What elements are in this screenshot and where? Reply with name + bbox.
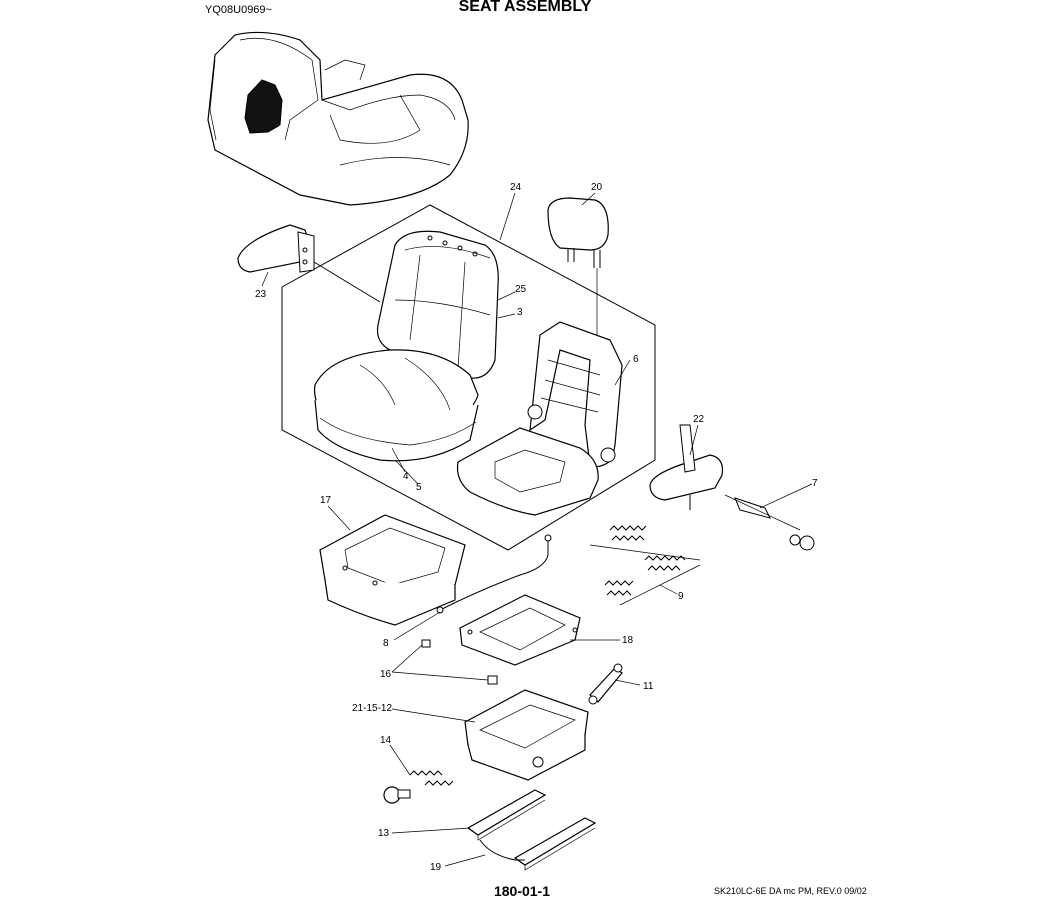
- armrest-left: [237, 224, 381, 303]
- seat-frame: [456, 321, 623, 516]
- callout-13: 13: [378, 828, 390, 839]
- seat-cushion: [313, 349, 479, 462]
- callout-23: 23: [255, 289, 267, 300]
- wire: [479, 839, 525, 861]
- armrest-right: [649, 424, 724, 510]
- seat-base: [319, 514, 466, 626]
- callout-7: 7: [812, 478, 818, 489]
- backrest-cushion: [376, 230, 499, 379]
- cable: [436, 534, 552, 614]
- callout-5: 5: [416, 482, 422, 493]
- suspension-assembly: [464, 689, 589, 781]
- callout-4: 4: [403, 471, 409, 482]
- callout-19: 19: [430, 862, 442, 873]
- lever-assembly: [724, 494, 815, 551]
- callout-14: 14: [380, 735, 392, 746]
- callout-24: 24: [510, 182, 522, 193]
- page-title: SEAT ASSEMBLY: [458, 0, 592, 15]
- callout-16: 16: [380, 669, 392, 680]
- callout-8: 8: [383, 638, 389, 649]
- page-number: 180-01-1: [493, 883, 551, 899]
- callout-9: 9: [678, 591, 684, 602]
- slide-rail-assembly: [459, 594, 581, 666]
- headrest: [547, 197, 609, 345]
- callout-22: 22: [693, 414, 705, 425]
- callout-21-15-12: 21-15-12: [352, 703, 392, 714]
- springs: [589, 525, 701, 606]
- gas-spring: [588, 663, 623, 705]
- rails: [466, 789, 597, 871]
- callout-11: 11: [643, 681, 654, 692]
- seat-assembly-boundary: [281, 204, 656, 551]
- callout-20: 20: [591, 182, 603, 193]
- callout-18: 18: [622, 635, 634, 646]
- callout-17: 17: [320, 495, 332, 506]
- leader-lines: [261, 192, 813, 867]
- seat-cover-illustration: [207, 31, 469, 206]
- revision-note: SK210LC-6E DA mc PM, REV.0 09/02: [714, 886, 867, 896]
- callout-3: 3: [517, 307, 523, 318]
- knob-and-springs: [383, 770, 454, 804]
- callout-6: 6: [633, 354, 639, 365]
- callout-25: 25: [515, 284, 527, 295]
- drawing-code: YQ08U0969~: [205, 4, 272, 16]
